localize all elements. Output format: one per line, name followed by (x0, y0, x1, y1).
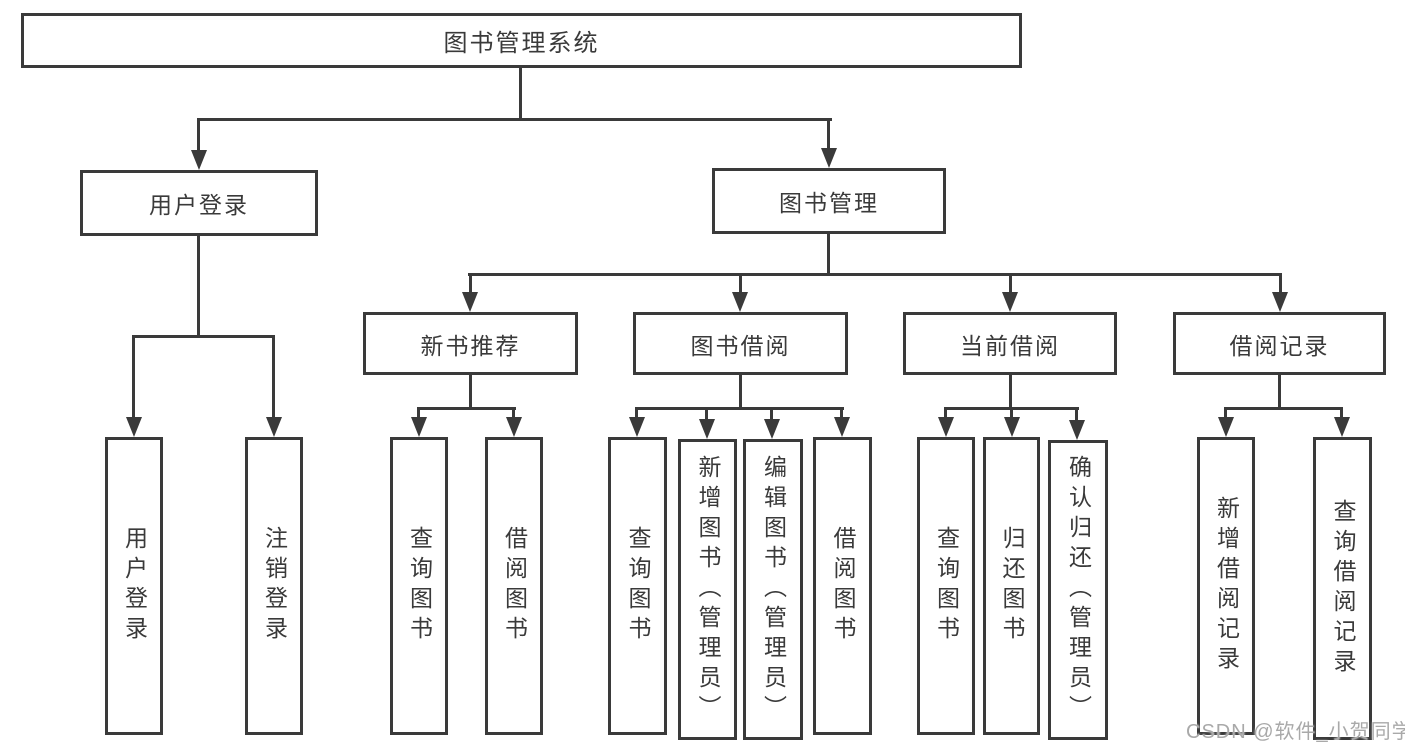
arrow-down-icon (1004, 417, 1020, 437)
node-user-login-label: 用户登录 (149, 192, 249, 218)
leaf-bb-add-book: 新增图书（管理员） (678, 439, 737, 740)
arrow-down-icon (1069, 420, 1085, 440)
leaf-nbr-query-book-label: 查询图书 (406, 526, 433, 646)
arrow-down-icon (266, 417, 282, 437)
leaf-cb-return-book-label: 归还图书 (999, 526, 1025, 646)
leaf-br-add-record: 新增借阅记录 (1197, 437, 1255, 735)
leaf-bb-borrow-book-label: 借阅图书 (830, 526, 856, 646)
leaf-nbr-borrow-book: 借阅图书 (485, 437, 543, 735)
node-new-book-recommend: 新书推荐 (363, 312, 578, 375)
connector-nbr-leaf2 (512, 407, 515, 421)
watermark-text: CSDN @软件_小贺同学 (1186, 721, 1405, 743)
connector-to-book-mgmt (827, 118, 830, 152)
connector-bb-leaf3 (770, 407, 773, 423)
connector-user-login-rail (132, 335, 275, 338)
node-book-borrow-label: 图书借阅 (690, 332, 791, 359)
arrow-down-icon (1334, 417, 1350, 437)
leaf-bb-edit-book-label: 编辑图书（管理员） (760, 454, 787, 725)
arrow-down-icon (191, 150, 207, 170)
node-borrow-record-label: 借阅记录 (1229, 332, 1330, 359)
connector-to-current-borrow (1009, 273, 1012, 295)
connector-to-leaf-logout (272, 335, 275, 421)
node-new-book-recommend-label: 新书推荐 (420, 332, 521, 359)
leaf-cb-query-book-label: 查询图书 (933, 526, 960, 646)
node-book-mgmt: 图书管理 (712, 168, 946, 234)
connector-root-stem (519, 68, 522, 121)
node-root: 图书管理系统 (21, 13, 1022, 68)
leaf-br-query-record: 查询借阅记录 (1313, 437, 1372, 740)
connector-nbr-rail (417, 407, 516, 410)
leaf-bb-borrow-book: 借阅图书 (813, 437, 872, 735)
connector-to-new-book (469, 273, 472, 295)
connector-cb-leaf1 (944, 407, 947, 421)
arrow-down-icon (1002, 292, 1018, 312)
arrow-down-icon (821, 148, 837, 168)
connector-br-leaf1 (1224, 407, 1227, 421)
arrow-down-icon (699, 419, 715, 439)
arrow-down-icon (126, 417, 142, 437)
connector-user-login-stem (197, 236, 200, 338)
leaf-nbr-query-book: 查询图书 (390, 437, 448, 735)
arrow-down-icon (764, 419, 780, 439)
leaf-bb-query-book: 查询图书 (608, 437, 667, 735)
leaf-logout-label: 注销登录 (261, 526, 288, 646)
leaf-bb-query-book-label: 查询图书 (625, 526, 651, 646)
node-borrow-record: 借阅记录 (1173, 312, 1386, 375)
connector-br-stem (1278, 375, 1281, 410)
node-current-borrow: 当前借阅 (903, 312, 1117, 375)
node-book-mgmt-label: 图书管理 (779, 190, 879, 216)
leaf-logout: 注销登录 (245, 437, 303, 735)
connector-bb-rail (635, 407, 844, 410)
arrow-down-icon (834, 417, 850, 437)
leaf-nbr-borrow-book-label: 借阅图书 (501, 526, 528, 646)
node-current-borrow-label: 当前借阅 (960, 332, 1060, 359)
connector-to-leaf-login (132, 335, 135, 421)
connector-to-book-borrow (739, 273, 742, 295)
arrow-down-icon (462, 292, 478, 312)
arrow-down-icon (732, 292, 748, 312)
leaf-br-add-record-label: 新增借阅记录 (1213, 496, 1240, 676)
connector-to-borrow-record (1279, 273, 1282, 295)
connector-bb-leaf4 (840, 407, 843, 421)
leaf-cb-return-book: 归还图书 (983, 437, 1040, 735)
connector-bb-leaf1 (635, 407, 638, 421)
connector-level2-rail (197, 118, 832, 121)
connector-cb-leaf3 (1075, 407, 1078, 424)
leaf-cb-query-book: 查询图书 (917, 437, 975, 735)
arrow-down-icon (1218, 417, 1234, 437)
connector-nbr-stem (469, 375, 472, 410)
connector-br-rail (1224, 407, 1343, 410)
arrow-down-icon (629, 417, 645, 437)
arrow-down-icon (1272, 292, 1288, 312)
connector-book-mgmt-stem (827, 234, 830, 276)
leaf-br-query-record-label: 查询借阅记录 (1330, 498, 1356, 679)
node-user-login: 用户登录 (80, 170, 318, 236)
node-root-label: 图书管理系统 (443, 30, 600, 57)
connector-nbr-leaf1 (417, 407, 420, 421)
leaf-user-login: 用户登录 (105, 437, 163, 735)
connector-cb-leaf2 (1010, 407, 1013, 421)
connector-br-leaf2 (1340, 407, 1343, 421)
arrow-down-icon (938, 417, 954, 437)
leaf-bb-edit-book: 编辑图书（管理员） (743, 439, 803, 740)
arrow-down-icon (411, 417, 427, 437)
node-book-borrow: 图书借阅 (633, 312, 848, 375)
arrow-down-icon (506, 417, 522, 437)
connector-level3-rail (468, 273, 1282, 276)
leaf-user-login-label: 用户登录 (121, 526, 148, 646)
leaf-bb-add-book-label: 新增图书（管理员） (695, 454, 721, 725)
leaf-cb-confirm-return-label: 确认归还（管理员） (1065, 455, 1092, 725)
connector-to-user-login (197, 118, 200, 154)
connector-cb-stem (1009, 375, 1012, 410)
connector-bb-leaf2 (705, 407, 708, 423)
connector-bb-stem (739, 375, 742, 410)
leaf-cb-confirm-return: 确认归还（管理员） (1048, 440, 1108, 740)
